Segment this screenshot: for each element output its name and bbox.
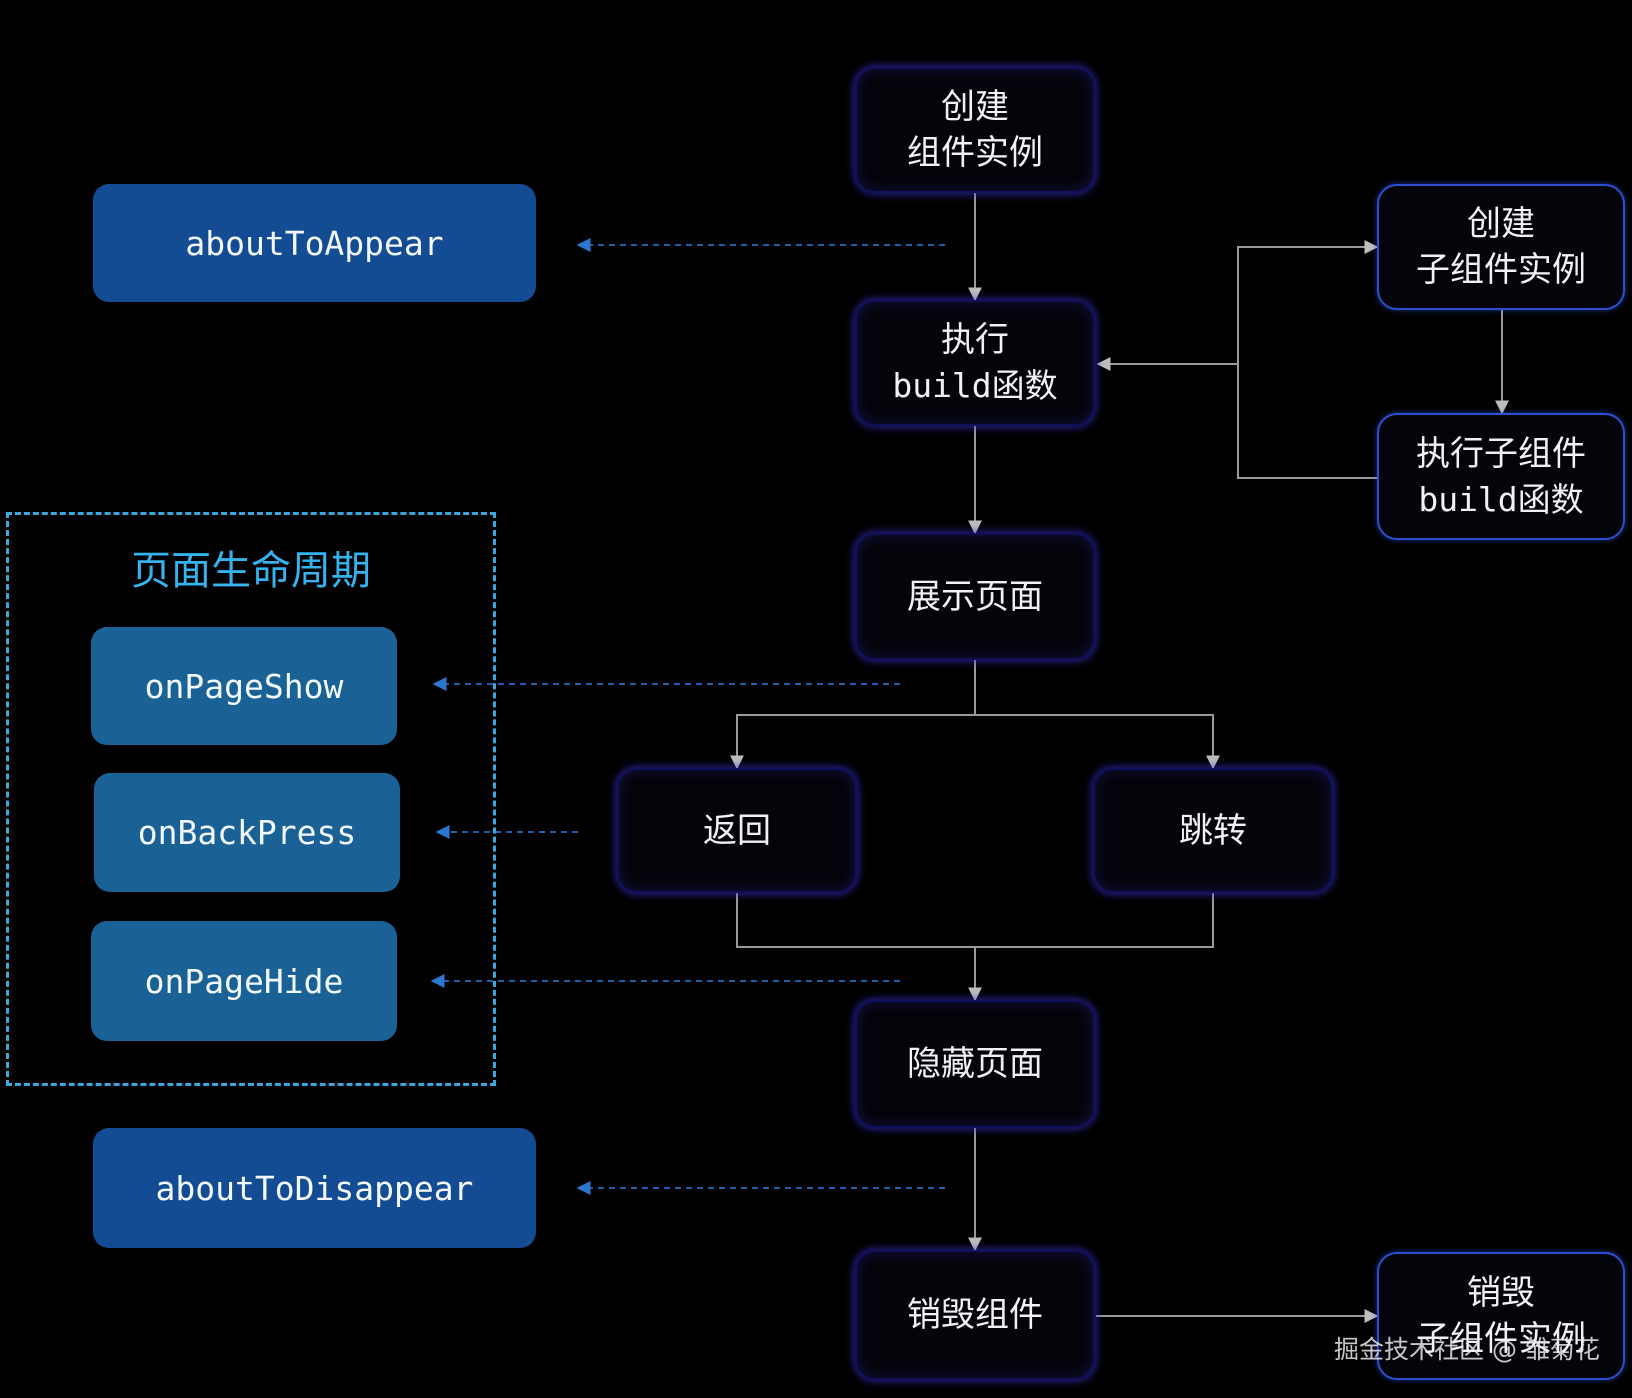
node-hide-page: 隐藏页面 bbox=[855, 1000, 1095, 1128]
node-destroy-child-line-1: 销毁 bbox=[1467, 1273, 1535, 1313]
edge-back-merge bbox=[736, 893, 1214, 948]
node-show-page-label: 展示页面 bbox=[907, 576, 1043, 617]
node-jump: 跳转 bbox=[1093, 768, 1333, 893]
node-build-line-2: build函数 bbox=[892, 366, 1058, 405]
edge-build-to-child-create bbox=[1237, 240, 1379, 364]
page-lifecycle-title: 页面生命周期 bbox=[131, 548, 371, 594]
node-destroy-component: 销毁组件 bbox=[855, 1250, 1095, 1380]
node-back-label: 返回 bbox=[703, 810, 771, 851]
edge-show-split bbox=[730, 660, 976, 770]
node-create-line-2: 组件实例 bbox=[907, 133, 1043, 173]
node-destroy-label: 销毁组件 bbox=[907, 1295, 1043, 1335]
hook-about-to-appear-label: aboutToAppear bbox=[185, 223, 444, 263]
hook-about-to-disappear-label: aboutToDisappear bbox=[155, 1168, 474, 1208]
node-create-child-line-1: 创建 bbox=[1467, 204, 1535, 244]
page-lifecycle-group bbox=[6, 512, 496, 1086]
node-hide-page-label: 隐藏页面 bbox=[907, 1044, 1043, 1084]
node-destroy-child-line-2: 子组件实例 bbox=[1416, 1319, 1586, 1359]
node-show-page: 展示页面 bbox=[855, 533, 1095, 660]
node-create-component-instance: 创建 组件实例 bbox=[855, 67, 1095, 193]
hook-on-back-press-label: onBackPress bbox=[137, 813, 357, 852]
node-destroy-child-instance: 销毁 子组件实例 bbox=[1377, 1252, 1625, 1380]
node-build-line-1: 执行 bbox=[941, 320, 1009, 360]
node-create-child-instance: 创建 子组件实例 bbox=[1377, 184, 1625, 310]
hook-on-page-show: onPageShow bbox=[91, 627, 397, 745]
hook-on-page-show-label: onPageShow bbox=[144, 666, 344, 706]
node-run-child-build: 执行子组件 build函数 bbox=[1377, 413, 1625, 540]
hook-on-page-hide: onPageHide bbox=[91, 921, 397, 1041]
node-child-build-line-2: build函数 bbox=[1418, 479, 1584, 519]
hook-on-back-press: onBackPress bbox=[94, 773, 400, 892]
node-back: 返回 bbox=[617, 768, 857, 893]
node-run-build-function: 执行 build函数 bbox=[855, 300, 1095, 426]
hook-about-to-appear: aboutToAppear bbox=[93, 184, 536, 302]
hook-about-to-disappear: aboutToDisappear bbox=[93, 1128, 536, 1248]
node-child-build-line-1: 执行子组件 bbox=[1416, 433, 1586, 474]
node-create-child-line-2: 子组件实例 bbox=[1416, 250, 1586, 290]
hook-on-page-hide-label: onPageHide bbox=[144, 961, 344, 1001]
edge-child-build-return bbox=[1096, 357, 1377, 479]
watermark-text: 掘金技术社区 @ 雏菊花 bbox=[1334, 1335, 1600, 1364]
node-create-line-1: 创建 bbox=[941, 87, 1009, 127]
edge-show-to-jump bbox=[975, 714, 1220, 770]
node-jump-label: 跳转 bbox=[1179, 810, 1247, 851]
